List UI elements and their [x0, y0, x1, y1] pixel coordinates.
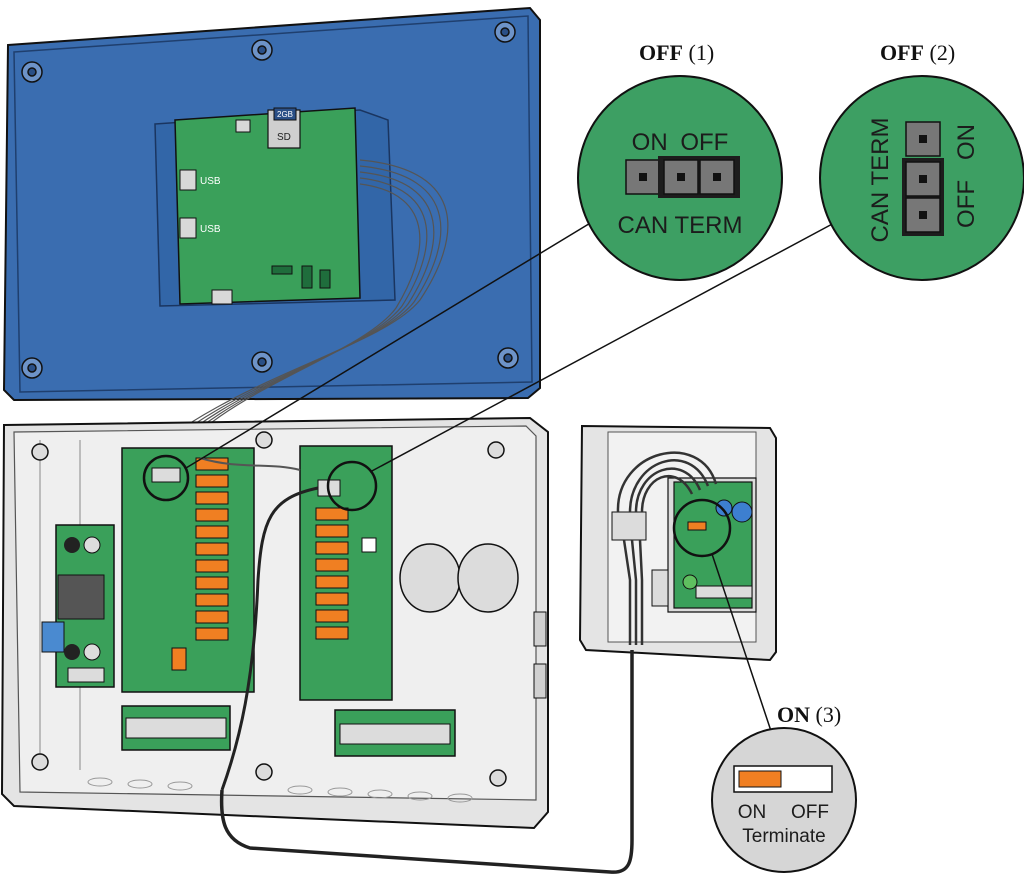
- relay-column-1: [171, 457, 229, 671]
- callout-3-bottom-label: Terminate: [742, 826, 825, 847]
- ribbon-cable: [129, 159, 449, 479]
- callout-1-title: OFF (1): [639, 40, 715, 65]
- highlight-jumper-1: [142, 454, 190, 502]
- callout-1-on-off-label: ON OFF: [632, 129, 729, 156]
- can-bus-cable: [219, 650, 634, 874]
- callout-jumper-2: CAN TERM OFF ON: [819, 75, 1024, 281]
- highlight-switch-3: [672, 498, 732, 558]
- callout-switch-3: ON OFF Terminate: [711, 727, 857, 873]
- leader-line-1: [185, 221, 593, 469]
- callout-3-title: ON (3): [777, 702, 842, 727]
- callout-3-off-label: OFF: [791, 802, 829, 823]
- callout-1-bottom-label: CAN TERM: [618, 212, 743, 239]
- callout-2-title: OFF (2): [880, 40, 956, 65]
- leader-line-3: [711, 553, 773, 735]
- callout-2-on-label: ON: [953, 124, 980, 160]
- display-panel: 2GB SD USB USB: [2, 6, 541, 402]
- remote-enclosure: [578, 424, 777, 662]
- usb-port-label-2: USB: [200, 224, 221, 235]
- main-enclosure: [0, 416, 549, 830]
- terminate-switch-slider: [738, 770, 782, 788]
- panel-mount-tl: [21, 21, 519, 379]
- highlight-jumper-2: [326, 460, 378, 512]
- callout-2-side-label: CAN TERM: [867, 118, 894, 243]
- callout-3-on-label: ON: [738, 802, 767, 823]
- sd-slot-label: SD: [277, 132, 291, 143]
- callout-jumper-1: ON OFF CAN TERM: [577, 75, 783, 281]
- relay-column-2: [315, 507, 349, 640]
- sd-card-capacity: 2GB: [277, 110, 293, 119]
- usb-port-label-1: USB: [200, 176, 221, 187]
- callout-2-off-label: OFF: [953, 180, 980, 228]
- leader-line-2: [369, 221, 837, 473]
